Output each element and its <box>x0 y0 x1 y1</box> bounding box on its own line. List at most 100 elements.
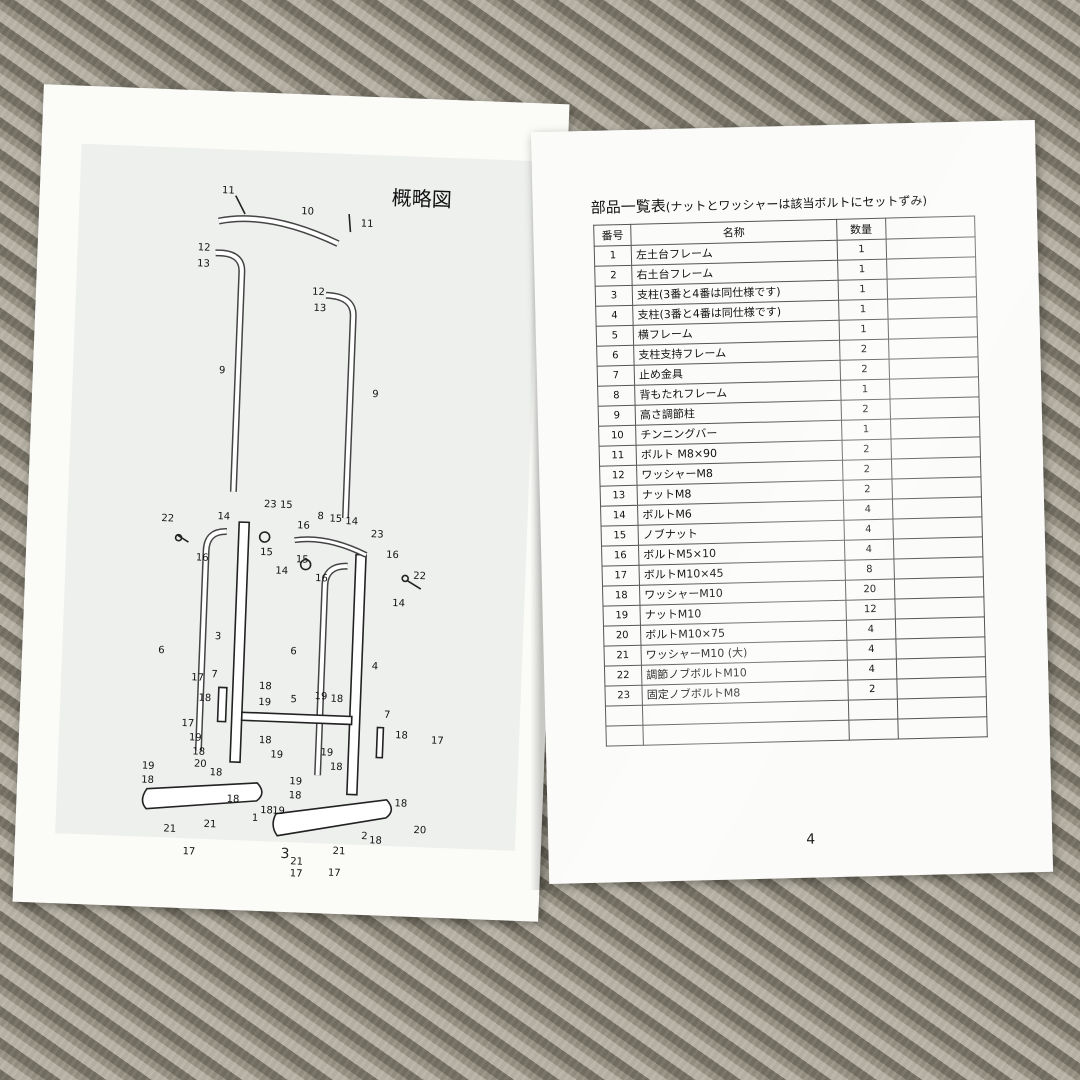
cell-extra <box>889 396 980 420</box>
cell-qty <box>847 698 898 721</box>
cell-qty: 2 <box>847 678 898 701</box>
callout-14c: 14 <box>392 598 405 609</box>
post-4 <box>346 553 367 796</box>
cell-qty: 2 <box>840 399 891 421</box>
cell-extra <box>895 616 985 640</box>
callout-18j: 18 <box>289 790 302 801</box>
cell-extra <box>895 636 986 660</box>
callout-18h: 18 <box>259 735 272 746</box>
cell-extra <box>888 336 979 360</box>
callout-17b: 17 <box>431 736 444 747</box>
callout-12b: 12 <box>312 287 325 298</box>
cell-qty: 2 <box>839 339 889 361</box>
callout-19d: 19 <box>142 760 155 771</box>
callout-17a: 17 <box>191 672 204 683</box>
callout-18f: 18 <box>141 774 154 785</box>
cell-no: 20 <box>603 625 642 647</box>
callout-16b: 16 <box>386 550 399 561</box>
callout-20b: 20 <box>413 825 426 836</box>
cell-no: 6 <box>596 345 635 367</box>
cell-no <box>605 705 644 727</box>
cell-qty: 2 <box>842 459 892 481</box>
cell-no: 14 <box>600 505 639 527</box>
callout-18m: 18 <box>394 798 407 809</box>
header-qty: 数量 <box>836 218 886 241</box>
callout-3: 3 <box>215 631 222 642</box>
page-number-left: 3 <box>280 845 290 863</box>
callout-18d: 18 <box>395 730 408 741</box>
cell-no: 17 <box>602 565 640 587</box>
callout-5: 5 <box>290 694 297 705</box>
cell-extra <box>894 596 985 620</box>
cell-extra <box>893 536 983 560</box>
callout-13a: 13 <box>197 258 210 269</box>
cell-extra <box>896 656 986 679</box>
callout-23b: 23 <box>371 529 384 540</box>
cell-qty: 20 <box>845 579 895 601</box>
callout-16d: 16 <box>315 573 328 584</box>
cell-no: 10 <box>598 425 637 447</box>
callout-8: 8 <box>317 511 324 522</box>
cell-no: 5 <box>596 325 634 347</box>
cell-qty: 4 <box>843 519 894 541</box>
cell-extra <box>885 236 976 260</box>
post-3 <box>229 521 251 764</box>
cell-qty: 1 <box>837 279 888 301</box>
callout-21c: 21 <box>332 846 345 857</box>
callout-9a: 9 <box>219 365 226 376</box>
cell-extra <box>897 696 987 719</box>
callout-9b: 9 <box>372 389 379 400</box>
callout-19a: 19 <box>258 697 271 708</box>
cell-extra <box>894 576 984 600</box>
callout-4: 4 <box>372 661 379 672</box>
cell-no: 15 <box>601 525 639 547</box>
callout-2: 2 <box>361 831 368 842</box>
callout-19h: 19 <box>272 806 285 817</box>
callout-7b: 7 <box>384 710 391 721</box>
cell-extra <box>892 496 982 520</box>
callout-20a: 20 <box>194 758 207 769</box>
callout-15c: 15 <box>260 547 273 558</box>
parts-list-title: 部品一覧表(ナットとワッシャーは該当ボルトにセットずみ) <box>590 189 928 218</box>
left-page: 概略図 <box>12 84 570 922</box>
callout-18b: 18 <box>259 681 272 692</box>
cell-qty: 1 <box>841 419 891 441</box>
base-frame-left <box>141 782 263 810</box>
cell-no <box>605 725 644 747</box>
cell-extra <box>893 556 984 580</box>
cell-no: 22 <box>604 665 643 687</box>
cell-qty: 4 <box>846 619 896 641</box>
cell-qty <box>848 718 899 741</box>
cell-no: 8 <box>597 385 636 407</box>
cell-extra <box>888 356 979 380</box>
cell-extra <box>887 296 978 320</box>
cell-extra <box>887 316 978 340</box>
cell-no: 21 <box>603 645 642 667</box>
cell-qty: 2 <box>842 479 893 501</box>
cell-no: 12 <box>599 465 638 487</box>
cell-name <box>643 720 849 746</box>
callout-11a: 11 <box>222 185 235 196</box>
callout-21b: 21 <box>203 819 216 830</box>
callout-19b: 19 <box>314 691 327 702</box>
cell-no: 11 <box>599 445 637 467</box>
callout-22b: 22 <box>413 571 426 582</box>
cell-no: 23 <box>604 685 643 707</box>
callout-21d: 21 <box>290 856 303 867</box>
callout-18a: 18 <box>198 693 211 704</box>
cell-qty: 2 <box>841 439 892 461</box>
callout-13b: 13 <box>313 303 326 314</box>
cell-no: 13 <box>600 485 638 507</box>
cell-no: 18 <box>602 585 641 607</box>
cross-frame <box>240 711 353 726</box>
callout-19c: 19 <box>189 732 202 743</box>
callout-19e: 19 <box>270 749 283 760</box>
cell-extra <box>890 436 981 460</box>
callout-16a: 16 <box>297 520 310 531</box>
exploded-diagram: 10 11 11 12 13 12 13 9 9 22 14 23 15 16 … <box>141 185 444 880</box>
callout-14a: 14 <box>217 511 230 522</box>
parts-list-heading: 部品一覧表 <box>590 196 666 217</box>
cell-extra <box>886 276 977 300</box>
